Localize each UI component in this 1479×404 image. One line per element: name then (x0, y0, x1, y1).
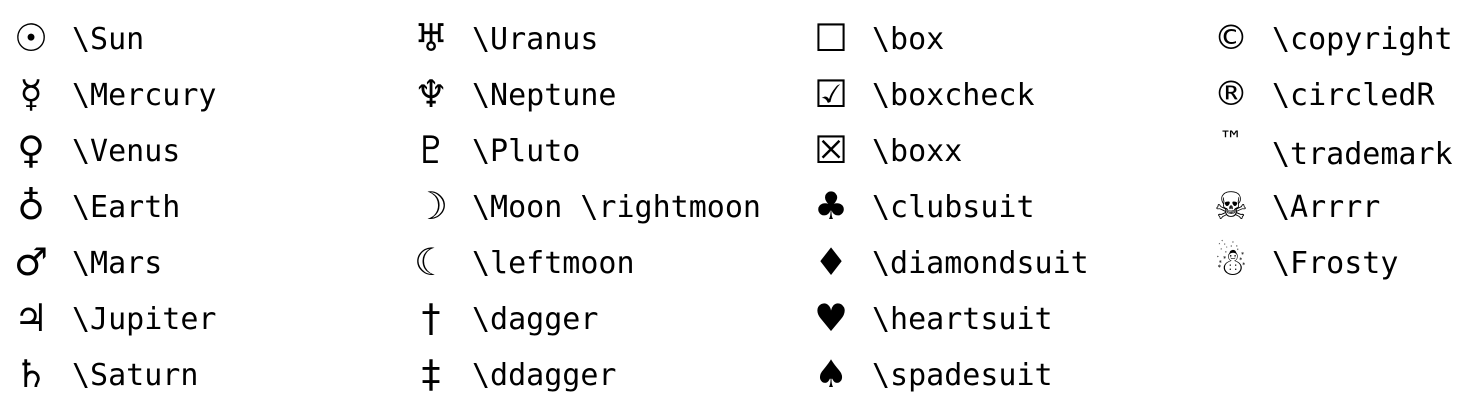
command-label: \box (872, 22, 945, 57)
command-label: \trademark (1272, 137, 1453, 172)
pluto-icon: ♇ (413, 128, 449, 172)
symbol-row-sun: ☉ \Sun (8, 10, 217, 66)
box-icon: ☐ (813, 16, 849, 60)
neptune-icon: ♆ (413, 72, 449, 116)
command-label: \Uranus (472, 22, 599, 57)
sun-icon: ☉ (13, 16, 49, 60)
left-moon-icon: ☾ (413, 240, 449, 284)
symbol-row-copyright: © \copyright (1208, 10, 1453, 66)
symbol-row-boxx: ☒ \boxx (808, 122, 1089, 178)
spade-suit-icon: ♠ (813, 352, 849, 396)
command-label: \Moon \rightmoon (472, 190, 761, 225)
symbol-row-ddagger: ‡ \ddagger (408, 346, 761, 402)
symbol-column-boxes-suits: ☐ \box ☑ \boxcheck ☒ \boxx ♣ \clubsuit ♦… (808, 10, 1089, 402)
symbol-row-diamondsuit: ♦ \diamondsuit (808, 234, 1089, 290)
symbol-row-clubsuit: ♣ \clubsuit (808, 178, 1089, 234)
command-label: \Sun (72, 22, 145, 57)
venus-icon: ♀ (17, 128, 45, 172)
club-suit-icon: ♣ (813, 184, 849, 228)
command-label: \Frosty (1272, 246, 1399, 281)
symbol-column-outer: ♅ \Uranus ♆ \Neptune ♇ \Pluto ☽ \Moon \r… (408, 10, 761, 402)
command-label: \spadesuit (872, 358, 1053, 393)
symbol-row-spadesuit: ♠ \spadesuit (808, 346, 1089, 402)
symbol-row-trademark: ™ \trademark (1208, 122, 1453, 178)
symbol-column-planets: ☉ \Sun ☿ \Mercury ♀ \Venus ♁ \Earth ♂ \M… (8, 10, 217, 402)
symbol-row-pluto: ♇ \Pluto (408, 122, 761, 178)
command-label: \dagger (472, 302, 599, 337)
uranus-icon: ♅ (413, 16, 449, 60)
copyright-icon: © (1214, 18, 1248, 58)
command-label: \leftmoon (472, 246, 635, 281)
heart-suit-icon: ♥ (813, 296, 849, 340)
symbol-column-marks: © \copyright ® \circledR ™ \trademark ☠ … (1208, 10, 1453, 290)
symbol-row-uranus: ♅ \Uranus (408, 10, 761, 66)
diamond-suit-icon: ♦ (813, 240, 849, 284)
dagger-icon: † (421, 296, 441, 340)
command-label: \Earth (72, 190, 181, 225)
command-label: \Mercury (72, 78, 217, 113)
command-label: \Pluto (472, 134, 581, 169)
right-moon-icon: ☽ (413, 184, 449, 228)
symbol-row-leftmoon: ☾ \leftmoon (408, 234, 761, 290)
box-check-icon: ☑ (813, 72, 849, 116)
symbol-row-dagger: † \dagger (408, 290, 761, 346)
box-x-icon: ☒ (813, 128, 849, 172)
command-label: \boxcheck (872, 78, 1035, 113)
symbol-row-frosty: ☃ \Frosty (1208, 234, 1453, 290)
command-label: \Arrrr (1272, 190, 1381, 225)
command-label: \Mars (72, 246, 163, 281)
skull-crossbones-icon: ☠ (1213, 184, 1249, 228)
double-dagger-icon: ‡ (421, 352, 441, 396)
symbol-row-venus: ♀ \Venus (8, 122, 217, 178)
symbol-row-heartsuit: ♥ \heartsuit (808, 290, 1089, 346)
registered-icon: ® (1214, 74, 1248, 114)
symbol-row-mars: ♂ \Mars (8, 234, 217, 290)
symbol-row-neptune: ♆ \Neptune (408, 66, 761, 122)
command-label: \clubsuit (872, 190, 1035, 225)
command-label: \boxx (872, 134, 963, 169)
symbol-row-box: ☐ \box (808, 10, 1089, 66)
command-label: \Venus (72, 134, 181, 169)
symbol-row-circledr: ® \circledR (1208, 66, 1453, 122)
snowman-icon: ☃ (1213, 240, 1249, 284)
symbol-row-arrrr: ☠ \Arrrr (1208, 178, 1453, 234)
command-label: \heartsuit (872, 302, 1053, 337)
command-label: \Jupiter (72, 302, 217, 337)
earth-icon: ♁ (17, 184, 45, 228)
symbol-row-jupiter: ♃ \Jupiter (8, 290, 217, 346)
trademark-icon: ™ (1219, 126, 1243, 154)
command-label: \Neptune (472, 78, 617, 113)
jupiter-icon: ♃ (13, 296, 49, 340)
command-label: \diamondsuit (872, 246, 1089, 281)
mercury-icon: ☿ (19, 72, 43, 116)
saturn-icon: ♄ (13, 352, 49, 396)
command-label: \ddagger (472, 358, 617, 393)
command-label: \Saturn (72, 358, 199, 393)
symbol-row-saturn: ♄ \Saturn (8, 346, 217, 402)
mars-icon: ♂ (13, 240, 49, 284)
symbol-row-earth: ♁ \Earth (8, 178, 217, 234)
symbol-row-boxcheck: ☑ \boxcheck (808, 66, 1089, 122)
symbol-row-moon: ☽ \Moon \rightmoon (408, 178, 761, 234)
command-label: \copyright (1272, 22, 1453, 57)
command-label: \circledR (1272, 78, 1435, 113)
symbol-row-mercury: ☿ \Mercury (8, 66, 217, 122)
